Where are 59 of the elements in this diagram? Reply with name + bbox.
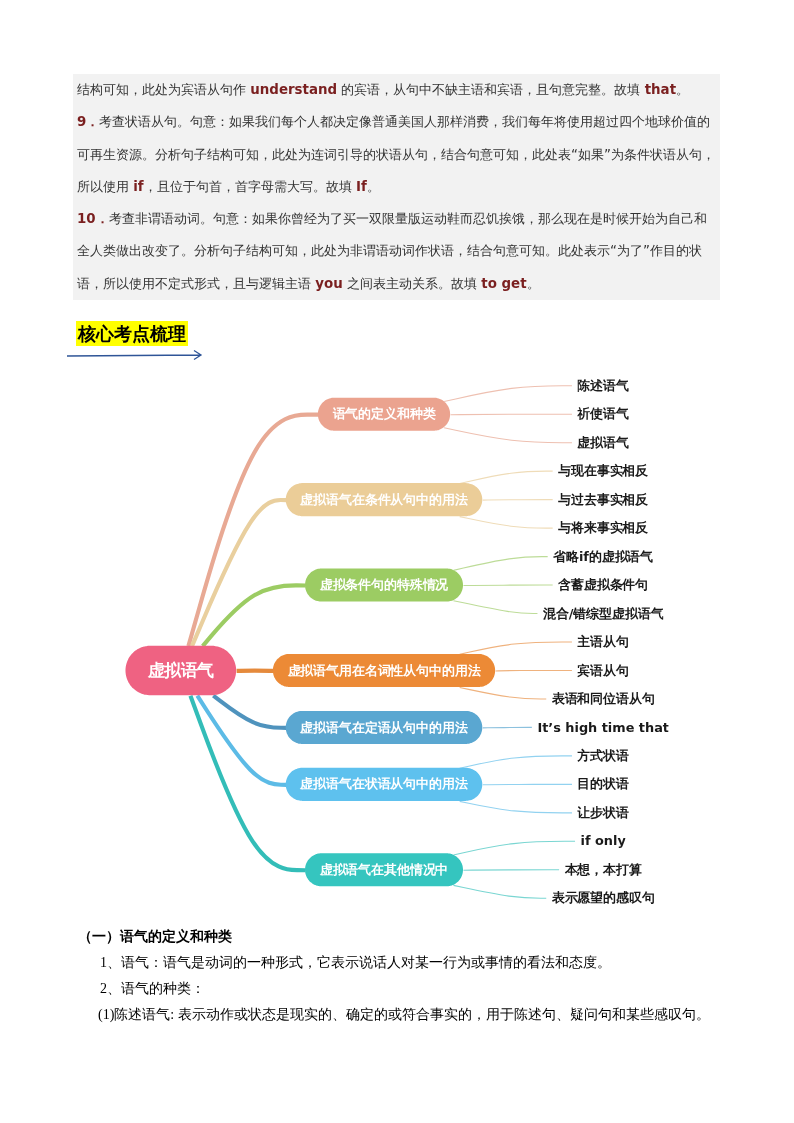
node-text: 目的状语	[577, 776, 629, 792]
connector	[459, 800, 573, 814]
node-text: if only	[580, 833, 626, 849]
connector	[190, 497, 287, 647]
paragraph: (1)陈述语气: 表示动作或状态是现实的、确定的或符合事实的，用于陈述句、疑问句和某些感叹句。	[97, 1006, 711, 1024]
connector	[482, 726, 533, 729]
paragraph: 1、语气：语气是动词的一种形式，它表示说话人对某一行为或事情的看法和态度。	[99, 954, 612, 972]
node-box: 虚拟语气在其他情况中	[305, 853, 463, 887]
node-text: 祈使语气	[577, 406, 629, 422]
node-text: 与将来事实相反	[558, 520, 649, 535]
node-box: 虚拟语气在定语从句中的用法	[285, 710, 483, 744]
section-heading: 核心考点梳理	[76, 321, 188, 346]
connector	[452, 556, 549, 571]
node-text: 本想，本打算	[564, 861, 642, 877]
subheading: （一）语气的定义和种类	[78, 928, 233, 946]
connector	[201, 583, 306, 648]
node-text: 与现在事实相反	[558, 463, 649, 479]
node-text: 宾语从句	[577, 662, 629, 678]
paragraph: 10．考查非谓语动词。句意：如果你曾经为了买一双限量版运动鞋而忍饥挨饿，那么现在是时候开始为自己和全人类做出改变了。分析句子结构可知，此处为非谓语动词作状语，结合句意可知。此处表示“为了”作目的状语，所以使用不定式形式，且与逻辑主语 you 之间表主动关系。故填 to get。	[77, 210, 708, 293]
node-text: 与过去事实相反	[558, 491, 649, 507]
node-text: 省略if的虚拟语气	[553, 548, 654, 564]
paragraph: 结构可知，此处为宾语从句作 understand 的宾语，从句中不缺主语和宾语，且句意完整。故填 that。	[77, 81, 691, 99]
node-box: 虚拟语气	[125, 645, 237, 696]
connector	[482, 499, 554, 501]
connector	[452, 840, 576, 856]
node-text: 表示愿望的感叹句	[551, 890, 655, 906]
paragraph: 2、语气的种类：	[99, 980, 206, 998]
node-text: 让步状语	[577, 805, 629, 820]
connector	[462, 869, 560, 871]
node-text: 陈述语气	[577, 377, 629, 393]
paragraph: 9．考查状语从句。句意：如果我们每个人都决定像普通美国人那样消费，我们每年将使用超过四个地球价值的可再生资源。分析句子结构可知，此处为连词引导的状语从句，结合句意可知，此处表“如果”为条件状语从句，所以使用 if，且位于句首，首字母需大写。故填 If。	[77, 113, 716, 196]
connector	[462, 584, 554, 587]
node-text: It’s high time that	[537, 719, 669, 735]
connector	[450, 413, 573, 416]
connector	[452, 600, 538, 615]
node-text: 表语和同位语从句	[551, 691, 655, 706]
connector	[212, 694, 287, 730]
connector	[452, 884, 547, 899]
connector	[443, 385, 573, 403]
connector	[495, 669, 573, 672]
connector	[188, 695, 306, 873]
node-text: 方式状语	[577, 748, 629, 763]
node-text: 混合/错综型虚拟语气	[542, 605, 664, 621]
node-box: 虚拟语气在条件从句中的用法	[285, 483, 483, 517]
connector	[195, 694, 287, 787]
connector	[459, 516, 554, 529]
connector	[236, 668, 274, 673]
connector	[186, 412, 319, 647]
node-text: 含蓄虚拟条件句	[558, 577, 649, 592]
connector	[459, 686, 547, 700]
connector	[459, 470, 554, 485]
node-box: 虚拟语气用在名词性从句中的用法	[272, 653, 496, 687]
connector	[482, 783, 573, 786]
node-box: 虚拟条件句的特殊情况	[305, 568, 463, 602]
node-box: 虚拟语气在状语从句中的用法	[285, 767, 483, 801]
node-text: 虚拟语气	[577, 434, 629, 450]
node-text: 主语从句	[577, 634, 629, 649]
node-box: 语气的定义和种类	[317, 397, 451, 431]
connector	[443, 427, 573, 444]
